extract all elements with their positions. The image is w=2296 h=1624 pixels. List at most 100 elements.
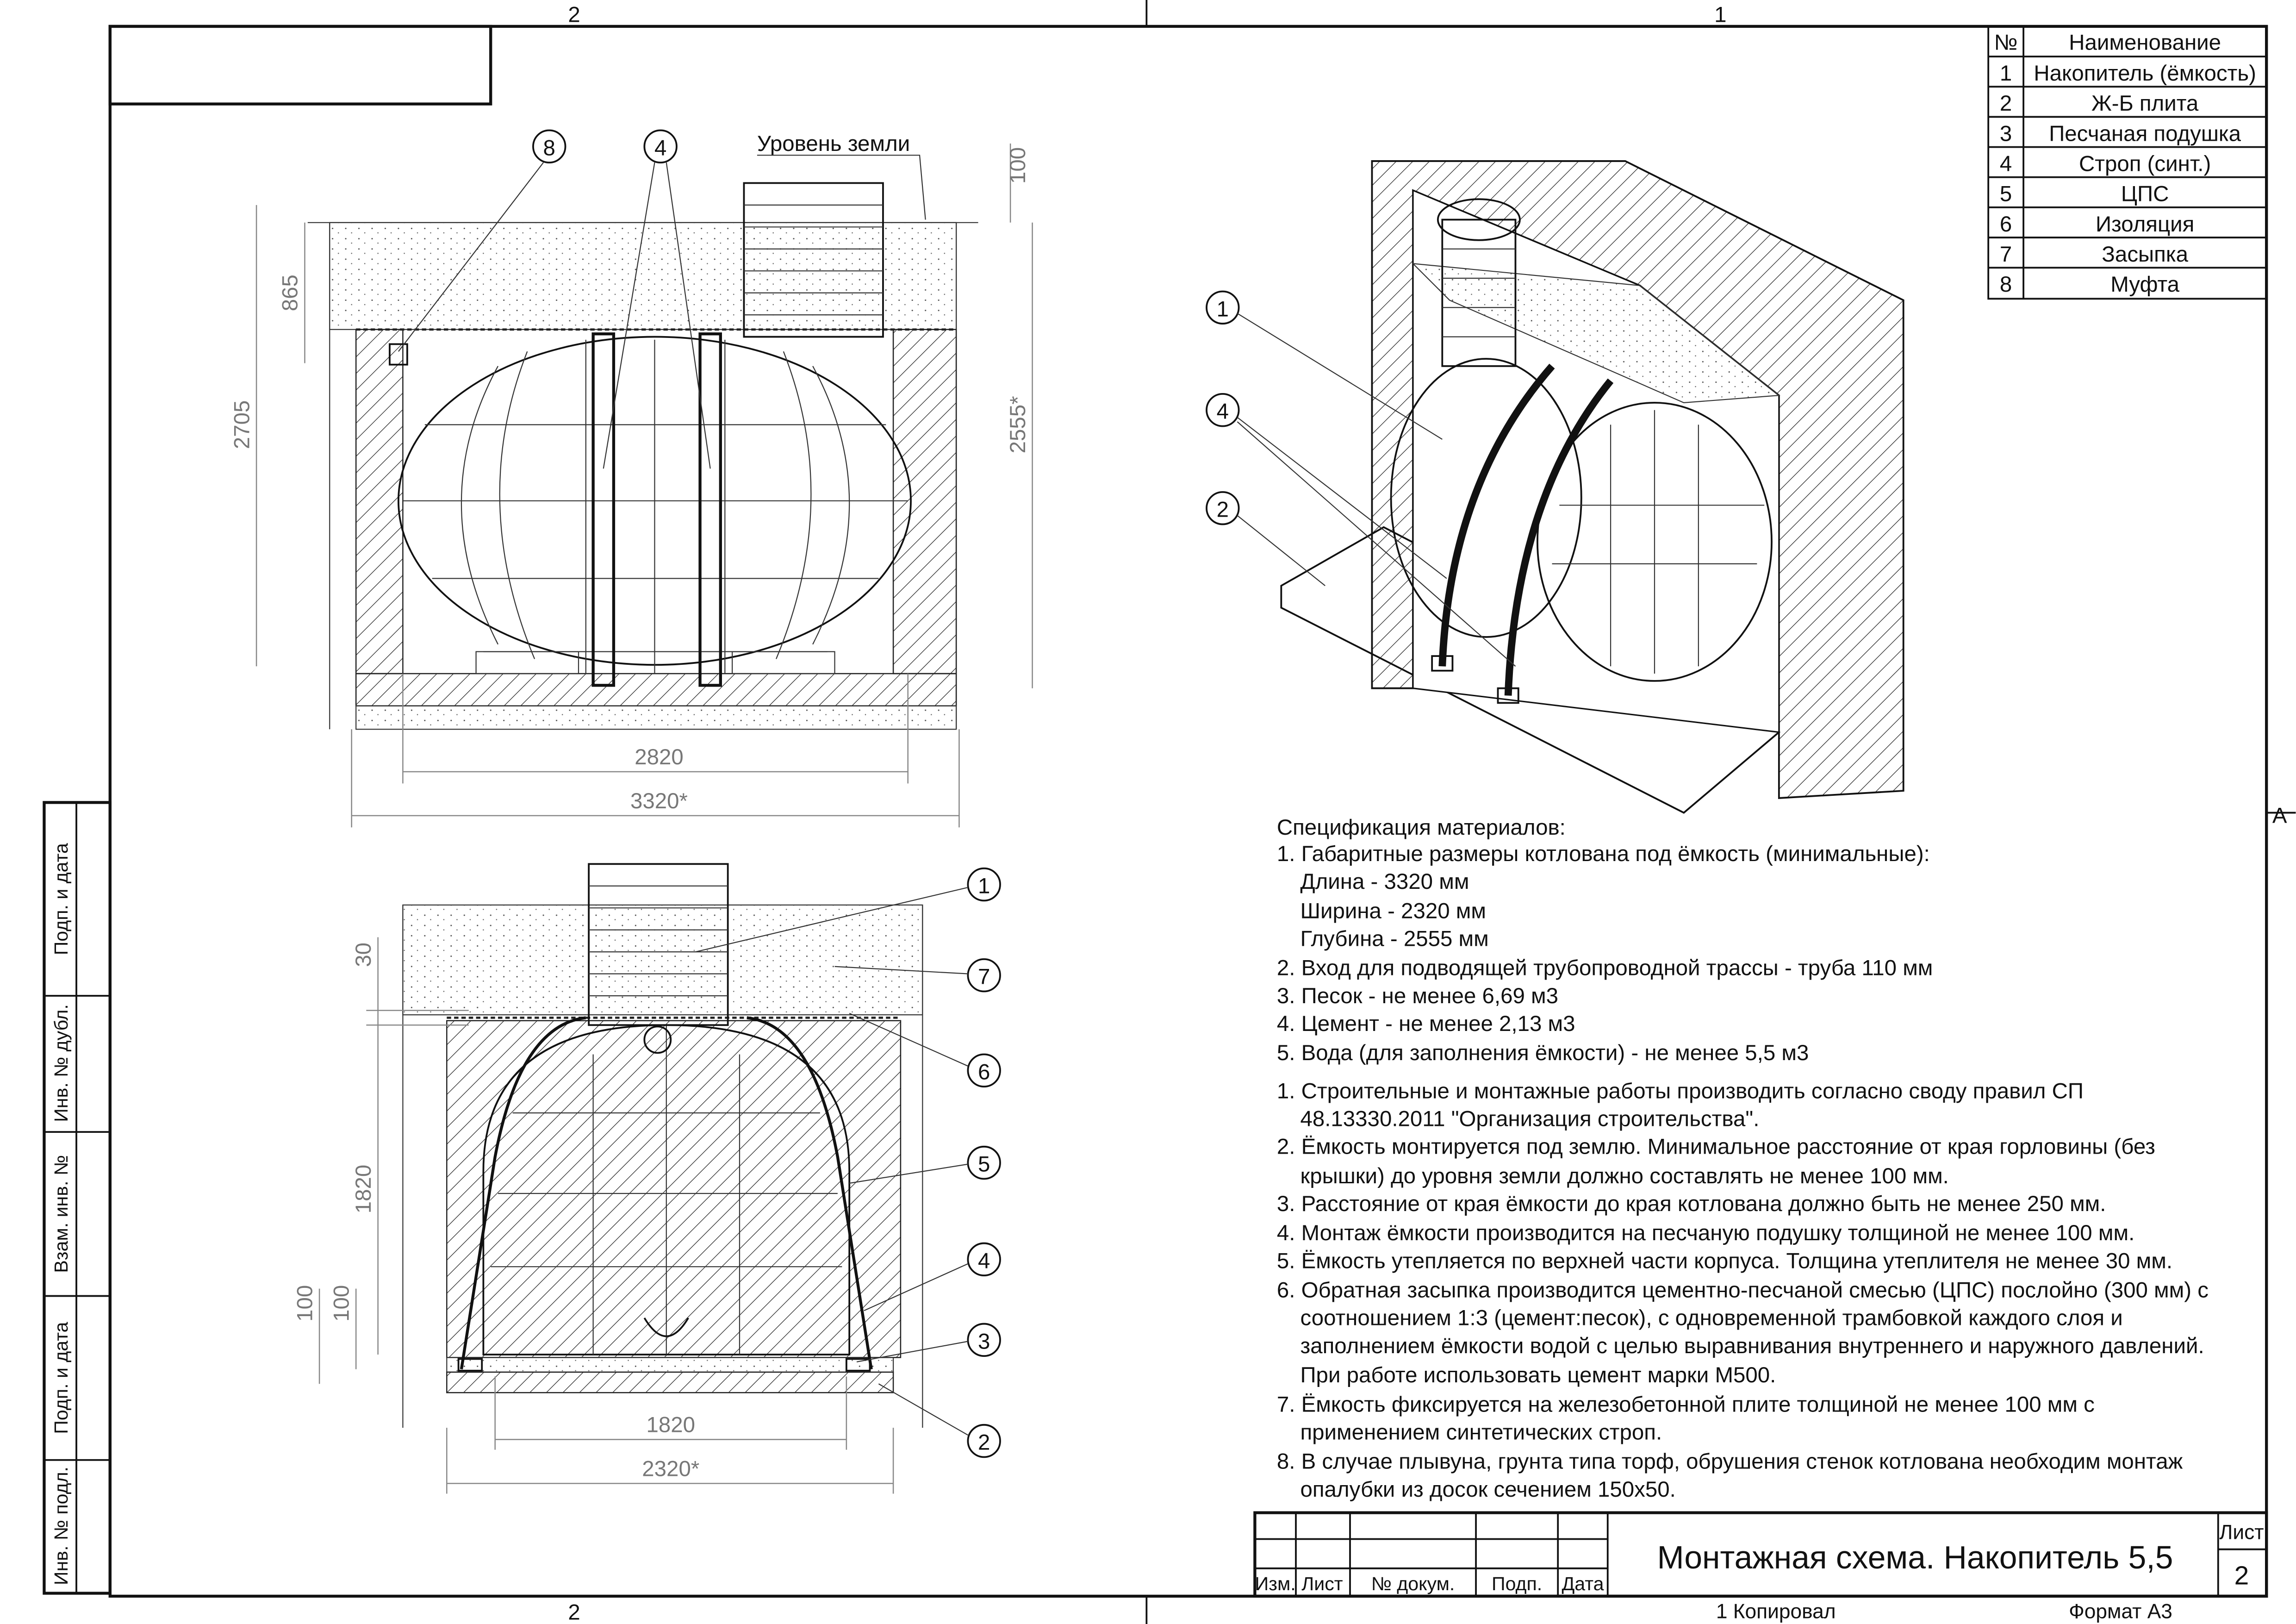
installation-notes: 1. Строительные и монтажные работы произ… [1277,1079,2209,1501]
title-block-header: Изм. [1255,1573,1296,1594]
row-number: 3 [2000,121,2012,146]
parts-table: № Наименование 1 Накопитель (ёмкость) 2 Ж-… [1987,25,2268,300]
dim-2555: 2555* [1006,396,1030,453]
row-number: 6 [2000,212,2012,237]
row-name: Засыпка [2102,242,2188,267]
row-number: 7 [2000,242,2012,267]
title-block-header: Подп. [1492,1573,1542,1594]
row-number: 4 [2000,151,2012,176]
dim-1820-horizontal: 1820 [647,1413,696,1437]
zone-marker: 2 [568,2,580,27]
title-block-header: Дата [1562,1573,1604,1594]
title-block: Изм. Лист № докум. Подп. Дата Монтажная … [1253,1511,2268,1598]
zone-marker: 2 [568,1600,580,1624]
table-row: 3 Песчаная подушка [2000,121,2241,146]
section-view-drawing [402,863,923,1428]
callout-8: 8 [543,136,555,160]
callout-4: 4 [1217,400,1229,424]
note-line: 1. Строительные и монтажные работы произ… [1277,1079,2084,1103]
zone-marker: 1 [1714,2,1726,27]
spec-line: 1. Габаритные размеры котлована под ёмко… [1277,842,1930,866]
drawing-title: Монтажная схема. Накопитель 5,5 [1657,1539,2173,1575]
note-line: применением синтетических строп. [1300,1420,1662,1444]
callout-4: 4 [978,1249,990,1273]
sheet-label: Лист [2219,1521,2264,1544]
section-view-dimensions: 30 1820 100 100 1820 2320* [292,937,894,1494]
callout-1: 1 [978,874,990,899]
row-name: Изоляция [2096,212,2194,237]
note-line: 2. Ёмкость монтируется под землю. Минима… [1277,1135,2155,1159]
isometric-view-drawing [1280,160,1904,814]
row-name: ЦПС [2121,182,2169,206]
row-number: 5 [2000,182,2012,206]
isometric-view-callouts: 1 4 2 [1206,290,1516,667]
side-stamp-label: Взам. инв. № [50,1155,72,1273]
note-line: 5. Ёмкость утепляется по верхней части к… [1277,1249,2172,1273]
callout-1: 1 [1217,297,1229,321]
table-row: 1 Накопитель (ёмкость) [2000,61,2256,86]
note-line: заполнением ёмкости водой с целью выравн… [1300,1334,2204,1358]
note-line: крышки) до уровня земли должно составлят… [1300,1164,1948,1188]
side-stamp-label: Подп. и дата [50,843,72,955]
dim-100: 100 [292,1285,317,1322]
note-line: опалубки из досок сечением 150х50. [1300,1477,1675,1502]
spec-line: 5. Вода (для заполнения ёмкости) - не ме… [1277,1041,1809,1065]
front-view-callouts: 8 4 Уровень земли [398,129,926,469]
row-name: Песчаная подушка [2049,121,2241,146]
dim-865: 865 [278,275,303,311]
callout-6: 6 [978,1060,990,1084]
side-stamp-label: Инв. № подл. [50,1467,72,1585]
row-name: Накопитель (ёмкость) [2034,61,2256,86]
callout-5: 5 [978,1152,990,1177]
spec-line: Глубина - 2555 мм [1300,926,1488,951]
row-name: Ж-Б плита [2091,91,2199,116]
front-view-dimensions: 865 2705 100 2555* 2820 3320* [230,143,1033,828]
front-view-drawing [307,182,978,730]
top-left-stamp-box [108,25,492,106]
note-line: При работе использовать цемент марки М50… [1300,1363,1776,1387]
spec-title: Спецификация материалов: [1277,815,1566,840]
format-label: Формат А3 [2069,1600,2172,1623]
table-header: № [1994,31,2018,55]
side-stamp-label: Подп. и дата [50,1322,72,1434]
dim-1820-vertical: 1820 [351,1165,376,1214]
side-stamp: Подп. и дата Инв. № дубл. Взам. инв. № П… [43,801,112,1595]
note-line: 4. Монтаж ёмкости производится на песчан… [1277,1221,2134,1245]
zone-marker: A [2272,804,2287,828]
dim-3320: 3320* [630,789,688,813]
spec-line: Длина - 3320 мм [1300,869,1469,894]
callout-3: 3 [978,1329,990,1354]
title-block-header: № докум. [1371,1573,1455,1594]
note-line: 48.13330.2011 "Организация строительства… [1300,1107,1759,1131]
dim-2320: 2320* [642,1457,699,1481]
spec-line: 4. Цемент - не менее 2,13 м3 [1277,1012,1575,1036]
note-line: соотношением 1:3 (цемент:песок), с однов… [1300,1306,2122,1330]
ground-level-label: Уровень земли [757,131,910,156]
table-row: 7 Засыпка [2000,242,2189,267]
table-row: 2 Ж-Б плита [2000,91,2199,116]
callout-2: 2 [978,1430,990,1455]
dim-100: 100 [1006,147,1030,184]
row-number: 2 [2000,91,2012,116]
row-number: 1 [2000,61,2012,86]
section-view-callouts: 1 7 6 5 4 3 2 [695,867,1001,1458]
callout-4: 4 [654,136,666,160]
dim-30: 30 [351,943,376,967]
callout-7: 7 [978,965,990,989]
table-row: 6 Изоляция [2000,212,2194,237]
table-header: Наименование [2069,31,2221,55]
table-row: 5 ЦПС [2000,182,2169,206]
copied-label: 1 Копировал [1716,1600,1836,1623]
note-line: 7. Ёмкость фиксируется на железобетонной… [1277,1392,2095,1417]
sheet-number: 2 [2234,1561,2249,1591]
note-line: 3. Расстояние от края ёмкости до края ко… [1277,1192,2106,1216]
spec-line: 3. Песок - не менее 6,69 м3 [1277,984,1558,1008]
side-stamp-label: Инв. № дубл. [50,1004,72,1122]
dim-2705: 2705 [230,400,254,450]
row-name: Муфта [2110,272,2179,297]
title-block-header: Лист [1301,1573,1343,1594]
row-name: Строп (синт.) [2079,151,2211,176]
